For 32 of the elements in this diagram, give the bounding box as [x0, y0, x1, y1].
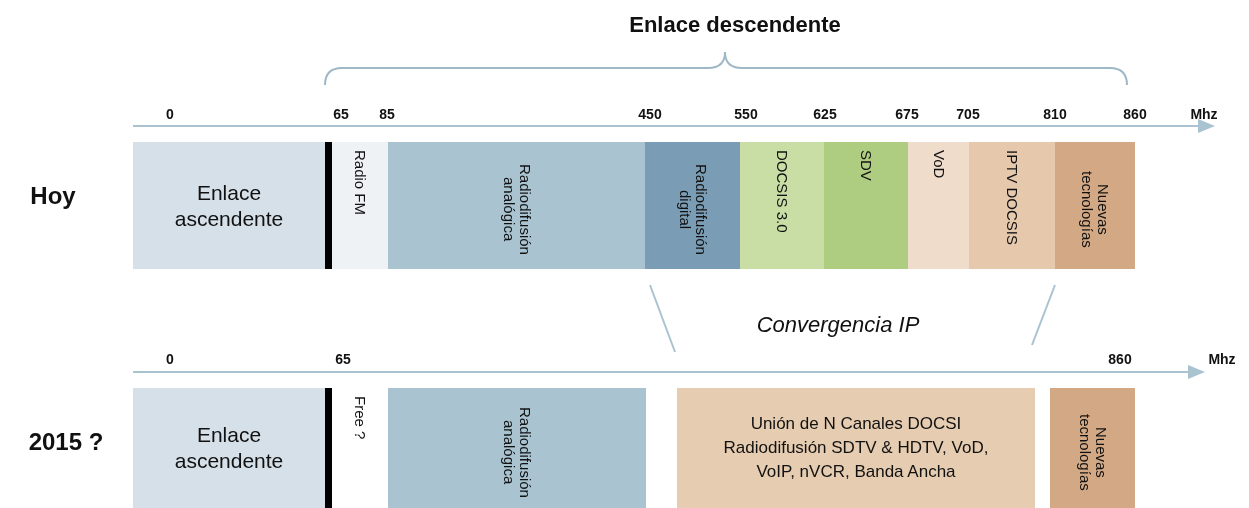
- band-box: Nuevas tecnologías: [1050, 388, 1135, 508]
- band-box: IPTV DOCSIS: [969, 142, 1055, 269]
- tick-label: 860: [1123, 105, 1147, 124]
- band-box: VoD: [908, 142, 969, 269]
- tick-label: 450: [638, 105, 662, 124]
- tick-label: 550: [734, 105, 758, 124]
- unit-label: Mhz: [1190, 105, 1218, 124]
- band-box: Unión de N Canales DOCSI Radiodifusión SDTV & HDTV, VoD, VoIP, nVCR, Banda Ancha: [677, 388, 1035, 508]
- tick-label: 0: [166, 105, 174, 124]
- tick-label: 65: [333, 105, 349, 124]
- tick-label: 860: [1108, 350, 1132, 369]
- tick-label: 0: [166, 350, 174, 369]
- band-box: Radiodifusión analógica: [388, 142, 645, 269]
- band-box: Radio FM: [332, 142, 388, 269]
- tick-label: 625: [813, 105, 837, 124]
- annotation: Convergencia IP: [756, 311, 920, 339]
- tick-label: 675: [895, 105, 919, 124]
- band-box: Radiodifusión analógica: [388, 388, 646, 508]
- band-box: Enlace ascendente: [133, 388, 325, 508]
- tick-label: 85: [379, 105, 395, 124]
- band-box: Nuevas tecnologías: [1055, 142, 1135, 269]
- band-box: DOCSIS 3.0: [740, 142, 824, 269]
- tick-label: 810: [1043, 105, 1067, 124]
- unit-label: Mhz: [1208, 350, 1236, 369]
- tick-label: 705: [956, 105, 980, 124]
- row-label: Hoy: [30, 181, 76, 211]
- row-label: 2015 ?: [28, 427, 104, 457]
- band-box: Radiodifusión digital: [645, 142, 740, 269]
- tick-label: 65: [335, 350, 351, 369]
- heading: Enlace descendente: [629, 11, 841, 39]
- band-box: Enlace ascendente: [133, 142, 325, 269]
- band-box: SDV: [824, 142, 908, 269]
